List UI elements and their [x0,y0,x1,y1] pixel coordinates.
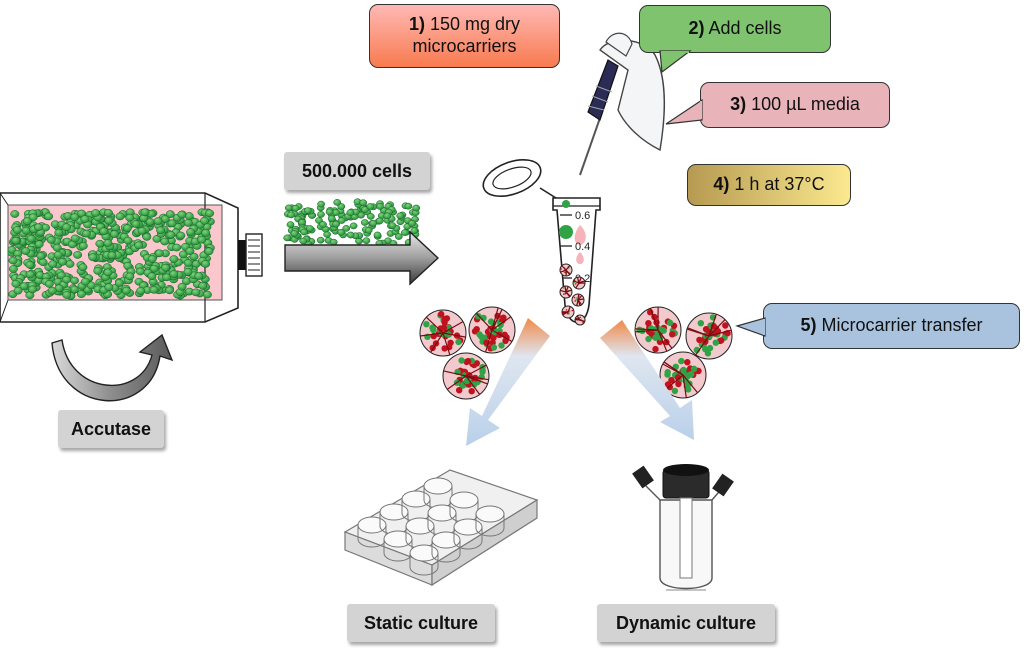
step-1-number: 1) [408,14,425,35]
step-3-pointer [665,98,703,125]
step-3-callout: 3) 100 µL media [700,82,890,128]
step-5-number: 5) [800,315,817,336]
pipette-hand-icon [579,32,665,176]
flask-cell-layer [7,208,215,300]
cells-count-label: 500.000 cells [284,152,430,190]
step-4-number: 4) [713,174,730,195]
flow-arrow-right [600,320,694,440]
step-4-callout: 4) 1 h at 37°C [687,164,851,206]
step-2-number: 2) [688,18,705,39]
step-1-text-line2: microcarriers [412,36,517,56]
dynamic-culture-label: Dynamic culture [597,604,775,642]
step-1-callout: 1) 150 mg dry microcarriers [369,4,560,68]
step-2-callout: 2) Add cells [639,5,831,53]
step-4-text: 1 h at 37°C [734,174,825,195]
curved-arrow-icon [51,333,174,402]
step-3-text: 100 µL media [751,94,860,115]
culture-flask [0,192,263,323]
microcarriers-left [419,306,516,400]
flow-arrow-left [466,318,550,446]
step-1-text-line1: 150 mg dry [429,14,521,35]
microcarriers-right [634,306,733,399]
step-5-text: Microcarrier transfer [821,315,983,336]
step-2-text: Add cells [708,18,782,39]
well-plate [343,469,539,587]
step-5-pointer [735,317,766,337]
spinner-flask [632,464,734,591]
tube-mark-04: 0.4 [575,241,590,253]
tube-mark-06: 0.6 [575,210,590,222]
microtube: 0.6 0.4 0.2 [482,158,601,326]
step-2-pointer [659,50,692,74]
static-culture-label: Static culture [347,604,495,642]
cell-pile [283,198,421,247]
step-5-callout: 5) Microcarrier transfer [763,303,1020,349]
tube-microcarriers [559,263,586,326]
step-3-number: 3) [730,94,747,115]
accutase-label: Accutase [58,410,164,448]
right-arrow-icon [284,230,440,286]
